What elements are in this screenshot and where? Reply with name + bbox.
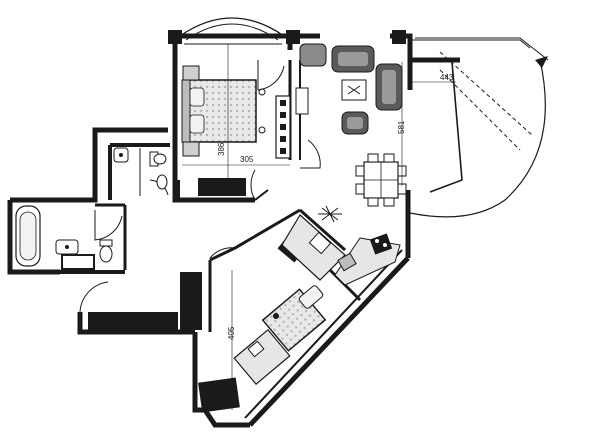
armchair-icon — [299, 43, 327, 67]
dim-living-depth: 581 — [397, 120, 406, 134]
dimension-labels: 305 386 443 581 405 — [217, 73, 454, 340]
desk-icon — [233, 328, 291, 386]
kitchen-sink-icon — [308, 231, 332, 255]
bay-window — [179, 17, 285, 45]
plant-icon — [318, 205, 342, 223]
dim-bedroom-depth: 386 — [217, 142, 226, 156]
wardrobe-column — [180, 272, 202, 330]
nightstand-icon — [182, 65, 200, 81]
dim-living-width: 443 — [440, 73, 454, 82]
sink-icon — [55, 239, 79, 255]
side-table-icon — [295, 87, 309, 115]
bedroom-furniture — [181, 65, 291, 159]
nightstand-icon — [182, 141, 200, 157]
door-swing-icon — [257, 60, 285, 91]
stove-icon — [369, 233, 393, 255]
door-swing-icon — [79, 281, 109, 313]
door-swing-icon — [250, 169, 256, 201]
wardrobe-bedroom2 — [198, 377, 240, 413]
lamp-icon — [273, 313, 279, 319]
toilet-icon — [99, 239, 113, 263]
bidet-icon — [156, 174, 168, 190]
bedroom2-furniture — [233, 285, 327, 386]
door-swing-icons — [79, 60, 321, 313]
kitchen — [281, 205, 401, 286]
sink-icon — [113, 147, 129, 163]
dim-bedroom2-depth: 405 — [227, 326, 236, 340]
balcony-corner-icon — [535, 56, 548, 68]
lamp-icon — [258, 126, 266, 134]
entry-block — [61, 254, 95, 270]
door-swing-icon — [209, 247, 236, 259]
door-swing-icon — [94, 210, 123, 241]
wardrobe-corridor — [88, 312, 178, 330]
wc — [113, 147, 168, 196]
balcony — [409, 37, 549, 218]
lamp-icon — [258, 88, 266, 96]
door-jamb-1 — [168, 30, 182, 44]
wardrobe-bedroom — [198, 178, 246, 196]
door-swing-icon — [300, 139, 321, 169]
bathroom — [15, 205, 113, 267]
door-jamb-3 — [392, 30, 406, 44]
toilet-icon — [149, 151, 167, 167]
living-room-furniture — [295, 43, 407, 207]
door-jamb-2 — [286, 30, 300, 44]
wardrobes — [61, 30, 406, 413]
dimension-lines — [182, 44, 456, 410]
dim-bedroom-width: 305 — [240, 155, 254, 164]
